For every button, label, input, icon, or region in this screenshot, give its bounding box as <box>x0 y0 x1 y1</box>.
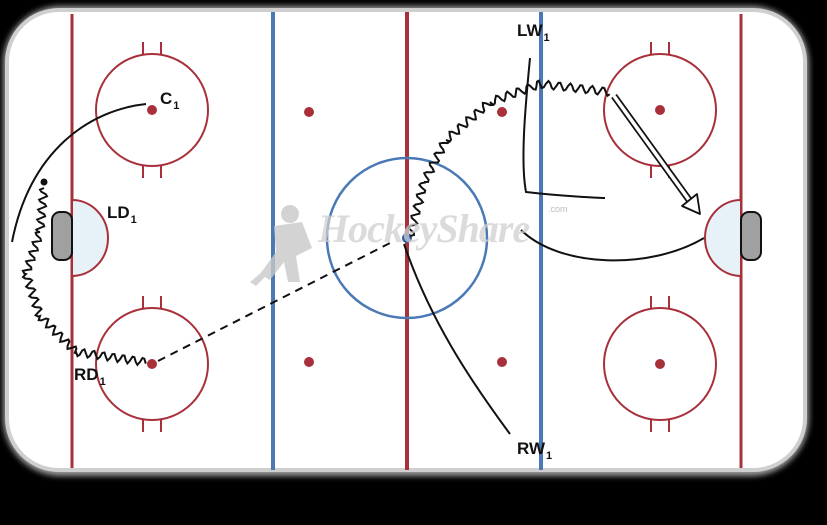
goal-left <box>51 198 109 278</box>
lw1-puck-carry <box>406 79 611 237</box>
watermark-text: HockeyShare <box>318 206 530 251</box>
goal-right <box>704 198 762 278</box>
player-number: 1 <box>173 100 180 112</box>
center-faceoff-dot <box>402 233 412 243</box>
neutral-dot-left-top <box>304 107 314 117</box>
pass-rd1-to-center <box>157 241 393 362</box>
faceoff-circle-left-bottom <box>95 296 209 432</box>
faceoff-circle-right-bottom <box>603 296 717 432</box>
rd1-puck-carry <box>21 187 147 367</box>
player-name: LD <box>107 203 130 222</box>
player-number: 1 <box>546 450 553 462</box>
player-name: C <box>160 89 173 108</box>
c1-skate-path <box>11 103 147 243</box>
neutral-dot-right-top <box>497 107 507 117</box>
player-name: RW <box>517 439 546 458</box>
watermark-suffix: .com <box>548 204 568 214</box>
rw1-skate-path <box>403 243 511 435</box>
drill-paths <box>11 57 705 435</box>
player-label-c1: C1 <box>160 89 179 112</box>
faceoff-circle-left-top <box>95 42 209 178</box>
player-number: 1 <box>99 376 106 388</box>
shot-arrow <box>611 93 701 215</box>
player-label-ld1: LD1 <box>107 203 137 226</box>
watermark-player-icon <box>250 205 312 286</box>
lw1-skate-path <box>522 57 606 199</box>
player-name: LW <box>517 21 543 40</box>
player-label-lw1: LW1 <box>517 21 550 44</box>
player-number: 1 <box>543 32 550 44</box>
player-name: RD <box>74 365 99 384</box>
player-number: 1 <box>130 214 137 226</box>
neutral-dot-left-bottom <box>304 357 314 367</box>
center-circle <box>325 156 489 320</box>
neutral-dot-right-bottom <box>497 357 507 367</box>
player-label-rd1: RD1 <box>74 365 106 388</box>
puck-start <box>40 178 48 186</box>
lw1-to-net-path <box>520 229 705 262</box>
player-label-rw1: RW1 <box>517 439 552 462</box>
